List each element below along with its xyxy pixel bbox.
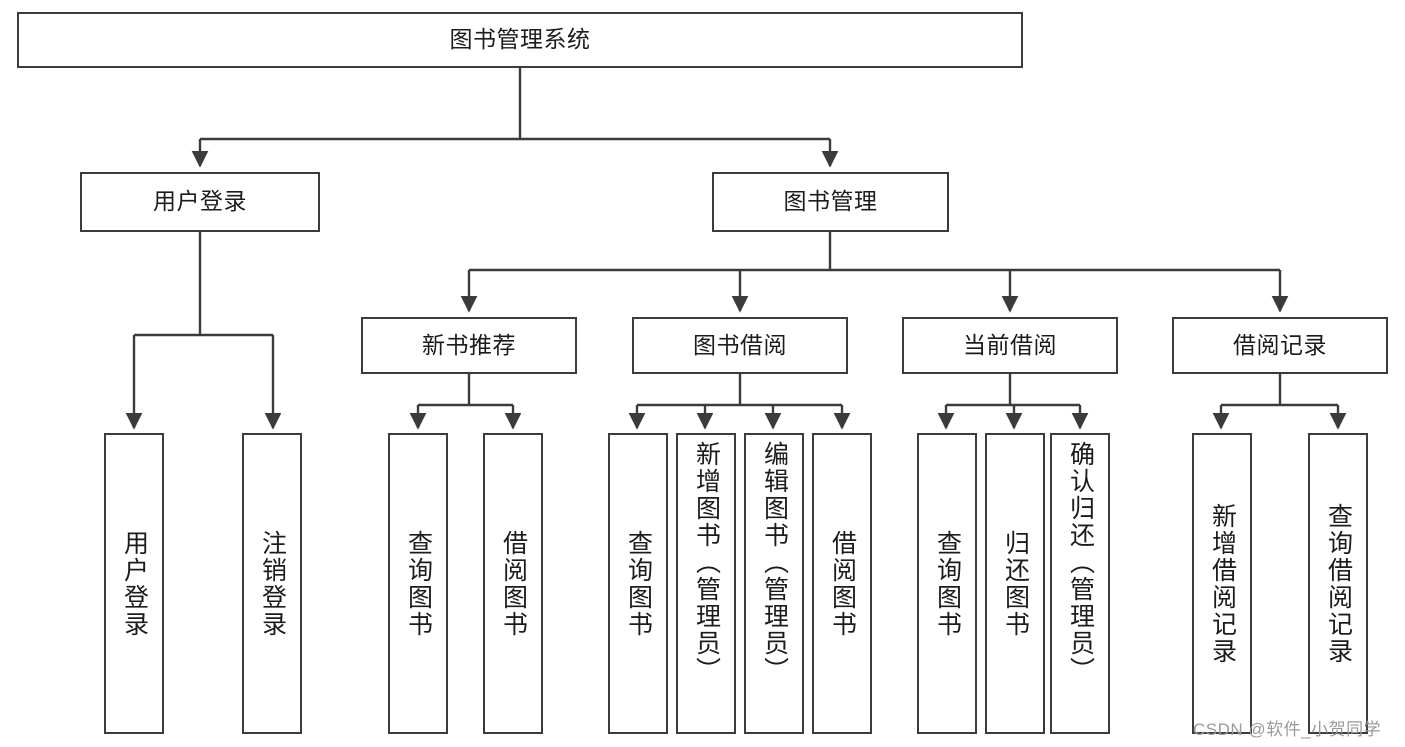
- node-new-book-recommend[interactable]: 新书推荐: [361, 317, 577, 374]
- node-leaf-add-book-label: 新增图书（管理员）: [692, 441, 721, 684]
- node-leaf-confirm-return[interactable]: 确认归还（管理员）: [1050, 433, 1110, 734]
- node-book-manage-label: 图书管理: [783, 188, 878, 215]
- node-leaf-user-login[interactable]: 用户登录: [104, 433, 164, 734]
- node-root[interactable]: 图书管理系统: [17, 12, 1023, 68]
- node-leaf-query-book-1[interactable]: 查询图书: [388, 433, 448, 734]
- node-leaf-query-book-1-label: 查询图书: [404, 529, 433, 638]
- node-leaf-edit-book-label: 编辑图书（管理员）: [760, 441, 789, 684]
- node-leaf-query-book-2-label: 查询图书: [624, 529, 653, 638]
- node-book-manage[interactable]: 图书管理: [712, 172, 949, 232]
- node-leaf-borrow-book-1-label: 借阅图书: [499, 529, 528, 638]
- node-leaf-add-record-label: 新增借阅记录: [1208, 502, 1237, 665]
- node-leaf-query-book-3[interactable]: 查询图书: [917, 433, 977, 734]
- node-leaf-return-book-label: 归还图书: [1001, 529, 1030, 638]
- node-current-borrow[interactable]: 当前借阅: [902, 317, 1118, 374]
- node-leaf-query-record[interactable]: 查询借阅记录: [1308, 433, 1368, 734]
- node-leaf-borrow-book-1[interactable]: 借阅图书: [483, 433, 543, 734]
- node-new-book-recommend-label: 新书推荐: [422, 331, 516, 358]
- node-book-borrow-label: 图书借阅: [693, 331, 787, 358]
- node-leaf-edit-book[interactable]: 编辑图书（管理员）: [744, 433, 804, 734]
- node-borrow-record[interactable]: 借阅记录: [1172, 317, 1388, 374]
- node-leaf-borrow-book-2[interactable]: 借阅图书: [812, 433, 872, 734]
- node-leaf-confirm-return-label: 确认归还（管理员）: [1066, 441, 1095, 684]
- node-leaf-borrow-book-2-label: 借阅图书: [828, 529, 857, 638]
- node-leaf-add-book[interactable]: 新增图书（管理员）: [676, 433, 736, 734]
- node-user-login[interactable]: 用户登录: [80, 172, 320, 232]
- node-book-borrow[interactable]: 图书借阅: [632, 317, 848, 374]
- node-leaf-logout[interactable]: 注销登录: [242, 433, 302, 734]
- node-leaf-add-record[interactable]: 新增借阅记录: [1192, 433, 1252, 734]
- node-borrow-record-label: 借阅记录: [1233, 331, 1327, 358]
- node-leaf-user-login-label: 用户登录: [120, 529, 149, 638]
- node-leaf-logout-label: 注销登录: [258, 529, 287, 638]
- node-leaf-query-book-2[interactable]: 查询图书: [608, 433, 668, 734]
- node-current-borrow-label: 当前借阅: [963, 331, 1057, 358]
- node-root-label: 图书管理系统: [449, 26, 591, 53]
- csdn-watermark: CSDN @软件_小贺同学: [1193, 720, 1382, 739]
- node-leaf-query-record-label: 查询借阅记录: [1324, 502, 1353, 665]
- node-leaf-query-book-3-label: 查询图书: [933, 529, 962, 638]
- node-leaf-return-book[interactable]: 归还图书: [985, 433, 1045, 734]
- node-user-login-label: 用户登录: [153, 188, 247, 215]
